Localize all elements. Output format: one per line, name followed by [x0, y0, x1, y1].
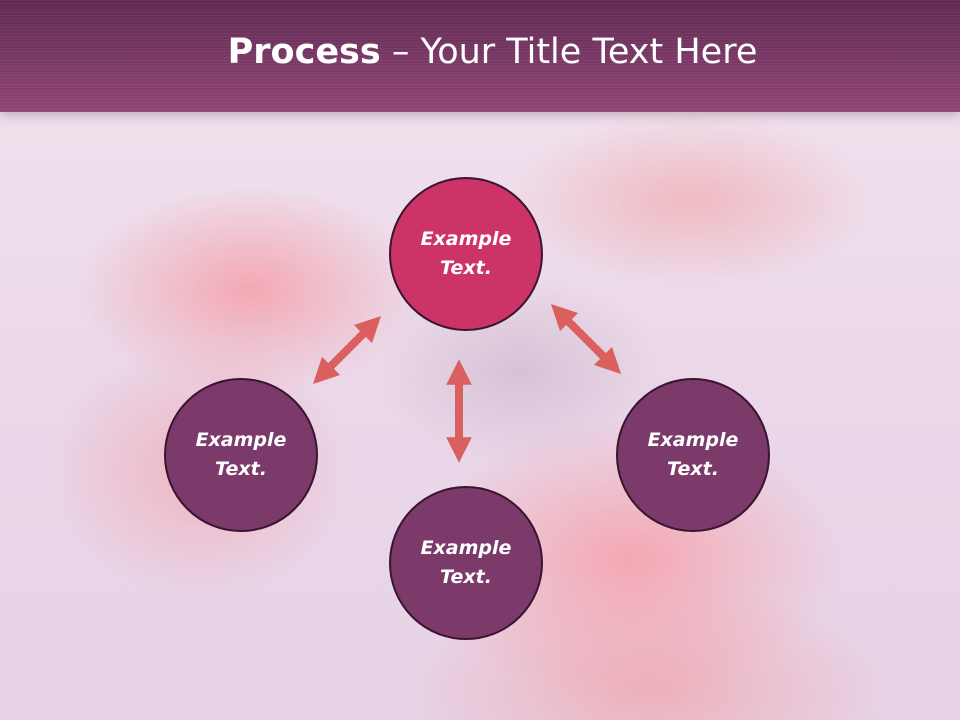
process-node-top[interactable]: Example Text. [389, 177, 543, 331]
node-top-line2: Text. [440, 257, 492, 279]
title-bar: Process – Your Title Text Here [0, 0, 960, 112]
double-arrow-top-right[interactable] [550, 303, 622, 375]
node-left-line1: Example [195, 429, 287, 451]
process-node-right[interactable]: Example Text. [616, 378, 770, 532]
node-bottom-line1: Example [420, 537, 512, 559]
title-rest-text: – Your Title Text Here [380, 32, 758, 72]
node-top-line1: Example [420, 228, 512, 250]
title-bar-texture [0, 0, 960, 112]
node-right-line1: Example [647, 429, 739, 451]
process-node-left[interactable]: Example Text. [164, 378, 318, 532]
slide-title[interactable]: Process – Your Title Text Here [0, 30, 960, 74]
double-arrow-top-left[interactable] [312, 315, 382, 385]
title-bold-text: Process [227, 32, 381, 72]
node-left-line2: Text. [215, 458, 267, 480]
node-right-line2: Text. [667, 458, 719, 480]
node-bottom-line2: Text. [440, 566, 492, 588]
process-node-bottom[interactable]: Example Text. [389, 486, 543, 640]
